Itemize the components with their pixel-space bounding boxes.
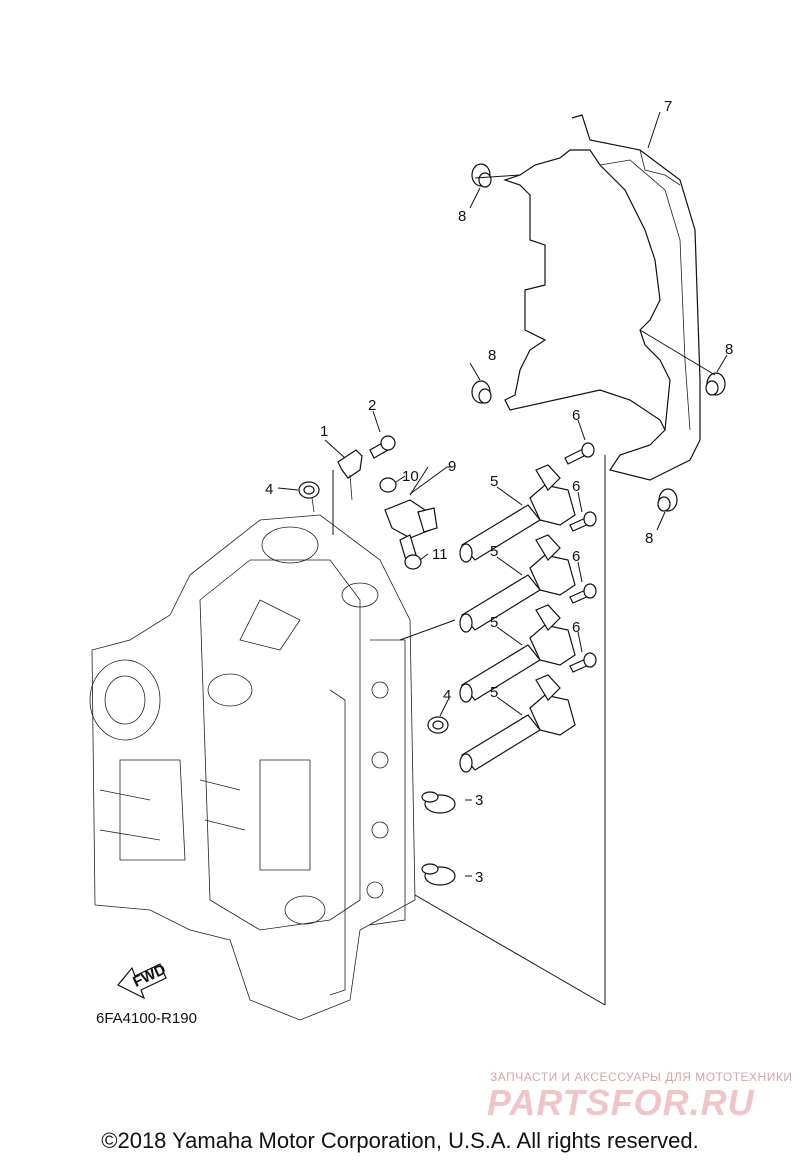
callout-2: 2 <box>368 397 376 414</box>
callout-5: 5 <box>490 473 498 490</box>
hose-clamp <box>427 716 449 734</box>
bolt <box>564 442 595 465</box>
callout-7: 7 <box>664 98 672 115</box>
watermark-logo: PARTSFOR.RU <box>487 1082 755 1123</box>
ignition-coil <box>459 534 576 633</box>
callout-1: 1 <box>320 423 328 440</box>
grommet <box>657 488 678 512</box>
cap <box>421 791 456 814</box>
ignition-coil <box>459 464 576 563</box>
bracket-bolt <box>369 435 396 459</box>
watermark-tagline: ЗАПЧАСТИ И АКСЕССУАРЫ ДЛЯ МОТОТЕХНИКИ <box>490 1070 793 1084</box>
cap <box>421 863 456 886</box>
grommet-group <box>471 163 726 512</box>
callout-4: 4 <box>265 481 273 498</box>
engine-block <box>89 514 416 1021</box>
callout-6: 6 <box>572 478 580 495</box>
callout-9: 9 <box>448 458 456 475</box>
bracket <box>337 449 363 501</box>
bolt <box>569 652 597 673</box>
bolt <box>569 511 597 532</box>
callout-labels: 1 2 3 3 4 4 5 5 5 5 6 6 6 6 7 8 8 8 8 9 … <box>265 98 733 886</box>
sensor-bolt <box>399 534 422 570</box>
grommet <box>471 163 492 188</box>
fwd-arrow: FWD <box>117 961 169 1000</box>
ignition-coil-group <box>459 464 576 773</box>
callout-11: 11 <box>432 546 448 563</box>
callout-8: 8 <box>488 347 496 364</box>
grommet <box>705 372 726 396</box>
callout-3: 3 <box>475 869 483 886</box>
callout-4: 4 <box>443 687 451 704</box>
ignition-cover <box>503 114 701 481</box>
hose-clamp <box>298 481 320 513</box>
callout-5: 5 <box>490 543 498 560</box>
sensor <box>384 499 438 539</box>
callout-5: 5 <box>490 684 498 701</box>
callout-6: 6 <box>572 407 580 424</box>
callout-10: 10 <box>402 468 419 485</box>
callout-3: 3 <box>475 792 483 809</box>
coil-bolt-group <box>564 442 597 673</box>
ignition-coil <box>459 604 576 703</box>
o-ring <box>379 477 397 493</box>
grommet <box>471 380 492 404</box>
callout-8: 8 <box>458 208 466 225</box>
callout-6: 6 <box>572 548 580 565</box>
bolt <box>569 583 597 604</box>
callout-6: 6 <box>572 619 580 636</box>
leader-lines <box>277 111 728 1006</box>
diagram-code: 6FA4100-R190 <box>96 1010 197 1027</box>
callout-8: 8 <box>645 530 653 547</box>
callout-8: 8 <box>725 341 733 358</box>
ignition-coil <box>459 674 576 773</box>
copyright-notice: ©2018 Yamaha Motor Corporation, U.S.A. A… <box>101 1128 699 1153</box>
callout-5: 5 <box>490 614 498 631</box>
